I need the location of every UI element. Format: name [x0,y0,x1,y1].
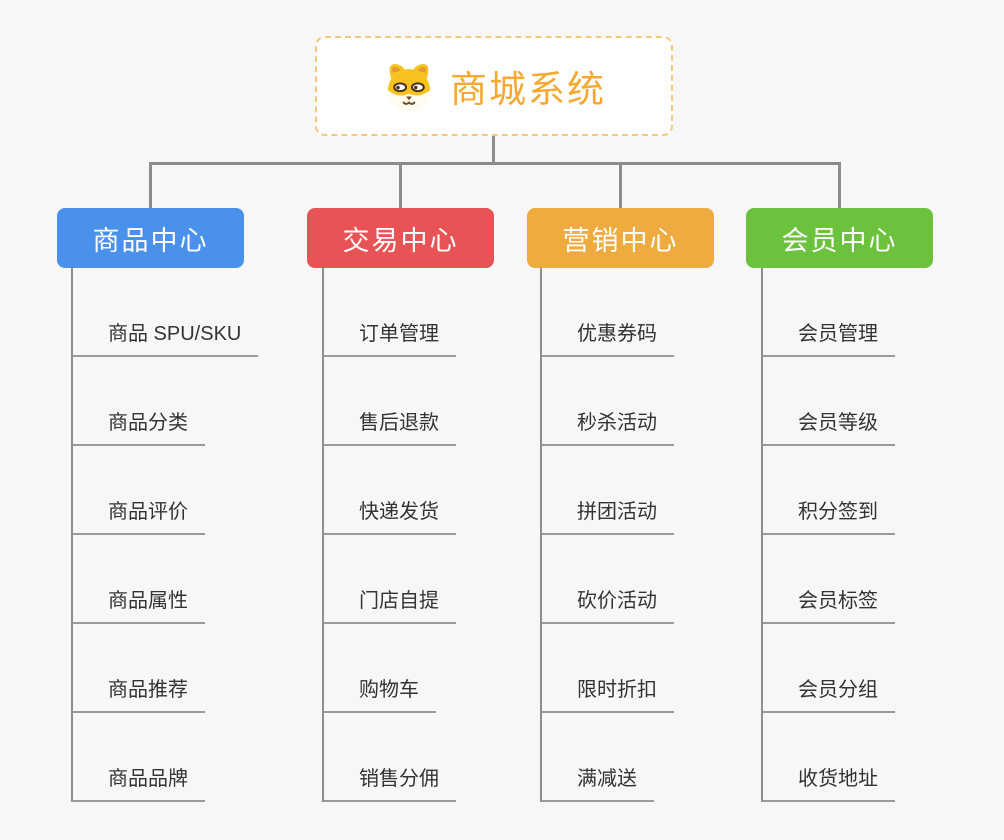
leaf-node[interactable]: 收货地址 [763,762,895,802]
leaf-node[interactable]: 商品 SPU/SKU [73,317,259,357]
root-node[interactable]: 商城系统 [315,36,673,136]
leaf-node[interactable]: 积分签到 [763,495,895,535]
leaf-node[interactable]: 商品推荐 [73,673,205,713]
leaf-node[interactable]: 砍价活动 [542,584,674,624]
dog-icon [387,64,431,112]
leaf-node[interactable]: 订单管理 [324,317,456,357]
connector-drop-2 [399,162,402,208]
branch-node-member-center[interactable]: 会员中心 [746,208,933,268]
leaf-node[interactable]: 销售分佣 [324,762,456,802]
leaf-node[interactable]: 会员分组 [763,673,895,713]
root-title: 商城系统 [450,69,606,110]
leaf-node[interactable]: 购物车 [324,673,436,713]
leaf-node[interactable]: 快递发货 [324,495,456,535]
leaf-node[interactable]: 拼团活动 [542,495,674,535]
connector-trunk [149,162,840,165]
leaf-node[interactable]: 会员等级 [763,406,895,446]
leaf-node[interactable]: 商品分类 [73,406,205,446]
leaf-node[interactable]: 商品属性 [73,584,205,624]
branch-node-trade-center[interactable]: 交易中心 [307,208,494,268]
branch-children-marketing-center: 优惠券码 秒杀活动 拼团活动 砍价活动 限时折扣 满减送 [540,268,674,802]
leaf-node[interactable]: 门店自提 [324,584,456,624]
leaf-node[interactable]: 会员标签 [763,584,895,624]
leaf-node[interactable]: 满减送 [542,762,654,802]
connector-root-drop [492,136,495,163]
branch-children-member-center: 会员管理 会员等级 积分签到 会员标签 会员分组 收货地址 [761,268,895,802]
leaf-node[interactable]: 商品评价 [73,495,205,535]
branch-node-product-center[interactable]: 商品中心 [57,208,244,268]
connector-drop-4 [838,162,841,208]
leaf-node[interactable]: 商品品牌 [73,762,205,802]
leaf-node[interactable]: 秒杀活动 [542,406,674,446]
connector-drop-3 [619,162,622,208]
leaf-node[interactable]: 售后退款 [324,406,456,446]
branch-children-product-center: 商品 SPU/SKU 商品分类 商品评价 商品属性 商品推荐 商品品牌 [71,268,259,802]
leaf-node[interactable]: 会员管理 [763,317,895,357]
leaf-node[interactable]: 优惠券码 [542,317,674,357]
branch-children-trade-center: 订单管理 售后退款 快递发货 门店自提 购物车 销售分佣 [322,268,456,802]
connector-drop-1 [149,162,152,208]
leaf-node[interactable]: 限时折扣 [542,673,674,713]
branch-node-marketing-center[interactable]: 营销中心 [527,208,714,268]
